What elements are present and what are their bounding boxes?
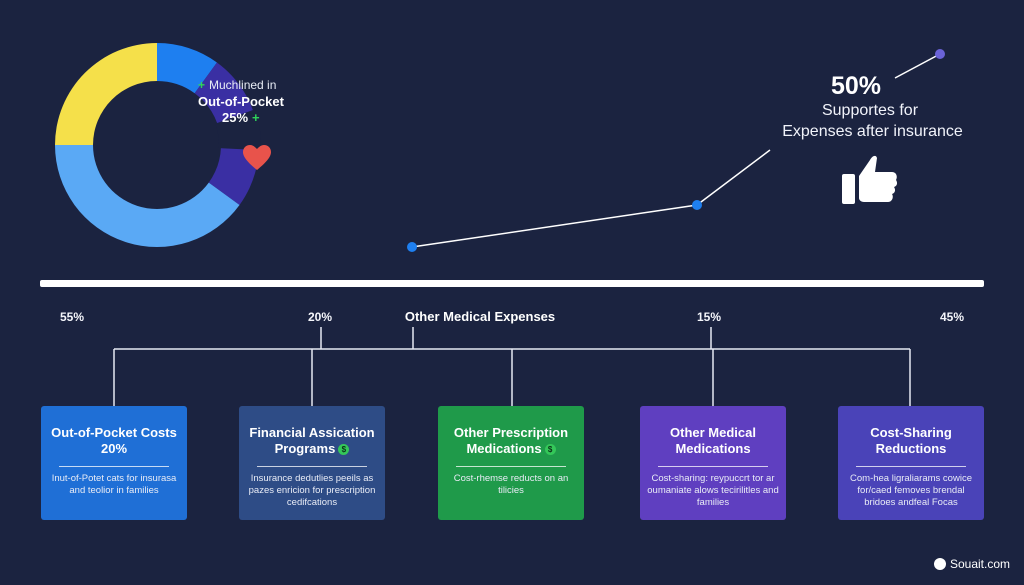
donut-segment-light-blue	[55, 145, 240, 247]
percent-label: 20%	[308, 310, 333, 324]
dollar-icon: $	[338, 444, 350, 456]
donut-segment-blue	[157, 43, 217, 94]
card-description: Cost-rhemse reducts on an tilicies	[453, 473, 569, 496]
card-divider	[456, 466, 566, 467]
section-divider	[40, 280, 984, 287]
card-cost-sharing: Cost-Sharing Reductions Com-hea ligralia…	[838, 406, 984, 520]
card-title: Other Prescription Medications$	[444, 425, 578, 457]
callout-line-2: Expenses after insurance	[782, 123, 963, 140]
donut-note: +Muchlined in	[198, 78, 318, 92]
donut-percent: 25%+	[222, 110, 282, 125]
trend-line-lower	[411, 149, 771, 248]
plus-icon: +	[198, 78, 206, 92]
trend-point	[407, 242, 417, 252]
callout-line-1: Supportes for	[821, 102, 919, 119]
callout-percent: 50%	[830, 72, 882, 100]
card-description: Cost-sharing: reypuccrt tor ar oumaniate…	[647, 473, 779, 508]
trend-end-point	[935, 49, 945, 59]
donut-gap	[215, 109, 261, 151]
donut-note-text: Muchlined in	[209, 78, 277, 92]
card-title-text: Financial Assication Programs	[249, 425, 375, 456]
card-title: Financial Assication Programs$	[245, 425, 379, 457]
trend-point	[692, 200, 702, 210]
card-other-prescription: Other Prescription Medications$ Cost-rhe…	[438, 406, 584, 520]
tree-connectors	[113, 327, 911, 406]
thumbs-up-icon	[842, 155, 898, 204]
card-out-of-pocket: Out-of-Pocket Costs 20% Inut-of-Potet ca…	[41, 406, 187, 520]
card-description: Com-hea ligraliarams cowice for/caed fem…	[850, 473, 972, 508]
out-of-pocket-donut-chart	[55, 43, 261, 247]
card-divider	[856, 466, 966, 467]
card-description: Inut-of-Potet cats for insurasa and teol…	[51, 473, 177, 496]
card-title: Cost-Sharing Reductions	[870, 425, 952, 456]
card-divider	[257, 466, 367, 467]
card-description: Insurance dedutlies peeils as pazes enri…	[248, 473, 376, 508]
card-divider	[658, 466, 768, 467]
brand-watermark: Souait.com	[933, 557, 1010, 571]
card-title-text: Other Prescription Medications	[453, 425, 569, 456]
percent-label: 45%	[940, 310, 965, 324]
heart-icon	[243, 145, 271, 170]
plus-icon: +	[252, 110, 260, 125]
donut-label: Out-of-Pocket	[198, 94, 284, 109]
dollar-icon: $	[544, 444, 556, 456]
card-title: Other Medical Medications	[670, 425, 756, 456]
donut-segment-yellow	[55, 43, 157, 145]
tree-root-title: Other Medical Expenses	[404, 309, 556, 324]
donut-percent-value: 25%	[222, 110, 249, 125]
card-financial-assistance: Financial Assication Programs$ Insurance…	[239, 406, 385, 520]
percent-label: 15%	[697, 310, 722, 324]
brand-name: Souait.com	[949, 557, 1010, 571]
card-divider	[59, 466, 169, 467]
brand-logo-icon	[933, 558, 946, 570]
card-title: Out-of-Pocket Costs 20%	[51, 425, 177, 456]
card-other-medical: Other Medical Medications Cost-sharing: …	[640, 406, 786, 520]
percent-label: 55%	[60, 310, 85, 324]
trend-line-upper	[894, 53, 941, 79]
